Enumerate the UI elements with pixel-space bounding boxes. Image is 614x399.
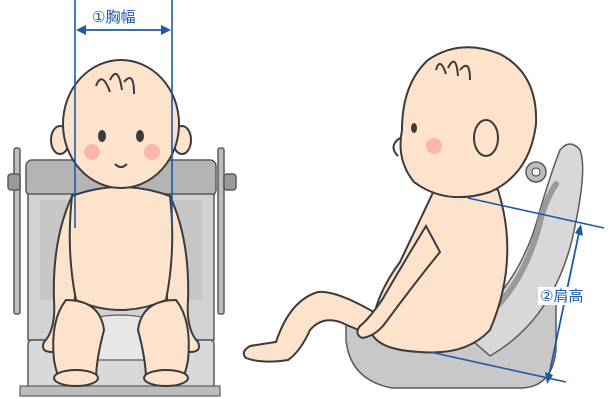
side-baby <box>244 47 536 361</box>
front-view-figure <box>8 0 236 396</box>
shoulder-height-label: ②肩高 <box>538 287 585 305</box>
side-view-figure <box>244 47 604 388</box>
side-head <box>393 47 536 197</box>
chest-width-label: ①胸幅 <box>90 8 137 26</box>
